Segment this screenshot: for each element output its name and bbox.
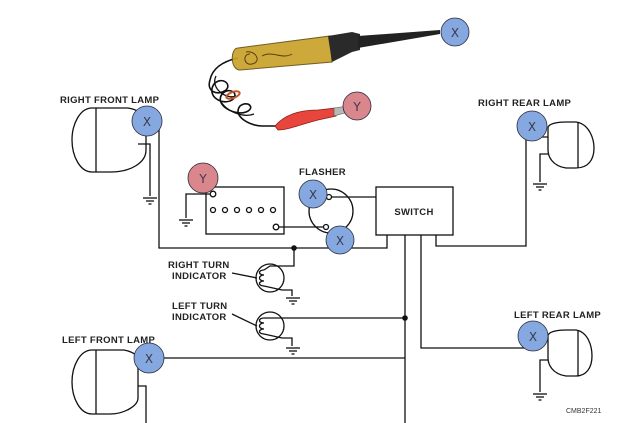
svg-text:X: X bbox=[528, 120, 536, 134]
marker-right-rear-lamp[interactable]: X bbox=[516, 110, 548, 142]
label-right-front-lamp: RIGHT FRONT LAMP bbox=[60, 95, 160, 106]
probe-lead-band bbox=[225, 90, 241, 100]
marker-left-front-lamp[interactable]: X bbox=[133, 342, 165, 374]
svg-text:X: X bbox=[529, 330, 537, 344]
svg-text:X: X bbox=[145, 352, 153, 366]
test-light-probe bbox=[208, 30, 440, 131]
probe-needle bbox=[358, 30, 440, 48]
label-switch: SWITCH bbox=[394, 207, 433, 218]
ground-symbol bbox=[533, 183, 547, 191]
right-turn-indicator bbox=[255, 263, 293, 296]
label-right-turn-2: INDICATOR bbox=[172, 271, 227, 282]
svg-text:X: X bbox=[143, 115, 151, 129]
marker-flasher-bottom[interactable]: X bbox=[325, 225, 355, 255]
label-left-front-lamp: LEFT FRONT LAMP bbox=[62, 335, 156, 346]
probe-lead-coil bbox=[214, 75, 255, 116]
left-front-lamp bbox=[71, 349, 139, 415]
wire-left-rear bbox=[420, 235, 525, 349]
left-turn-indicator bbox=[255, 311, 293, 346]
ground-symbol bbox=[143, 197, 157, 205]
ground-symbol bbox=[286, 297, 300, 305]
svg-text:X: X bbox=[309, 188, 317, 202]
marker-probe-tip[interactable]: X bbox=[440, 17, 470, 47]
svg-text:Y: Y bbox=[198, 172, 207, 186]
junction-dot bbox=[402, 315, 408, 321]
marker-right-front-lamp[interactable]: X bbox=[131, 105, 163, 137]
svg-text:X: X bbox=[336, 234, 344, 248]
svg-text:Y: Y bbox=[352, 100, 361, 114]
left-rear-lamp bbox=[547, 329, 593, 377]
probe-lead-wire bbox=[208, 57, 282, 127]
ground-symbol bbox=[533, 393, 547, 401]
right-rear-lamp bbox=[547, 121, 595, 169]
alligator-clip bbox=[274, 107, 337, 131]
probe-body bbox=[231, 35, 333, 71]
label-right-rear-lamp: RIGHT REAR LAMP bbox=[478, 98, 572, 109]
marker-probe-clip[interactable]: Y bbox=[342, 91, 372, 121]
marker-flasher-top[interactable]: X bbox=[298, 179, 328, 209]
battery bbox=[205, 186, 285, 235]
svg-text:X: X bbox=[451, 26, 459, 40]
switch bbox=[375, 186, 454, 236]
probe-handle bbox=[328, 32, 360, 62]
label-left-turn-2: INDICATOR bbox=[172, 312, 227, 323]
marker-left-rear-lamp[interactable]: X bbox=[517, 320, 549, 352]
figure-code: CMB2F221 bbox=[566, 408, 602, 415]
label-left-rear-lamp: LEFT REAR LAMP bbox=[514, 310, 601, 321]
probe-bulb-filament bbox=[244, 51, 293, 65]
ground-symbol bbox=[179, 219, 193, 227]
marker-battery[interactable]: Y bbox=[187, 162, 219, 194]
label-left-turn-1: LEFT TURN bbox=[172, 301, 227, 312]
label-flasher: FLASHER bbox=[299, 167, 346, 178]
ground-symbol bbox=[286, 347, 300, 355]
label-right-turn-1: RIGHT TURN bbox=[168, 260, 230, 271]
wire-right-front bbox=[158, 120, 388, 249]
